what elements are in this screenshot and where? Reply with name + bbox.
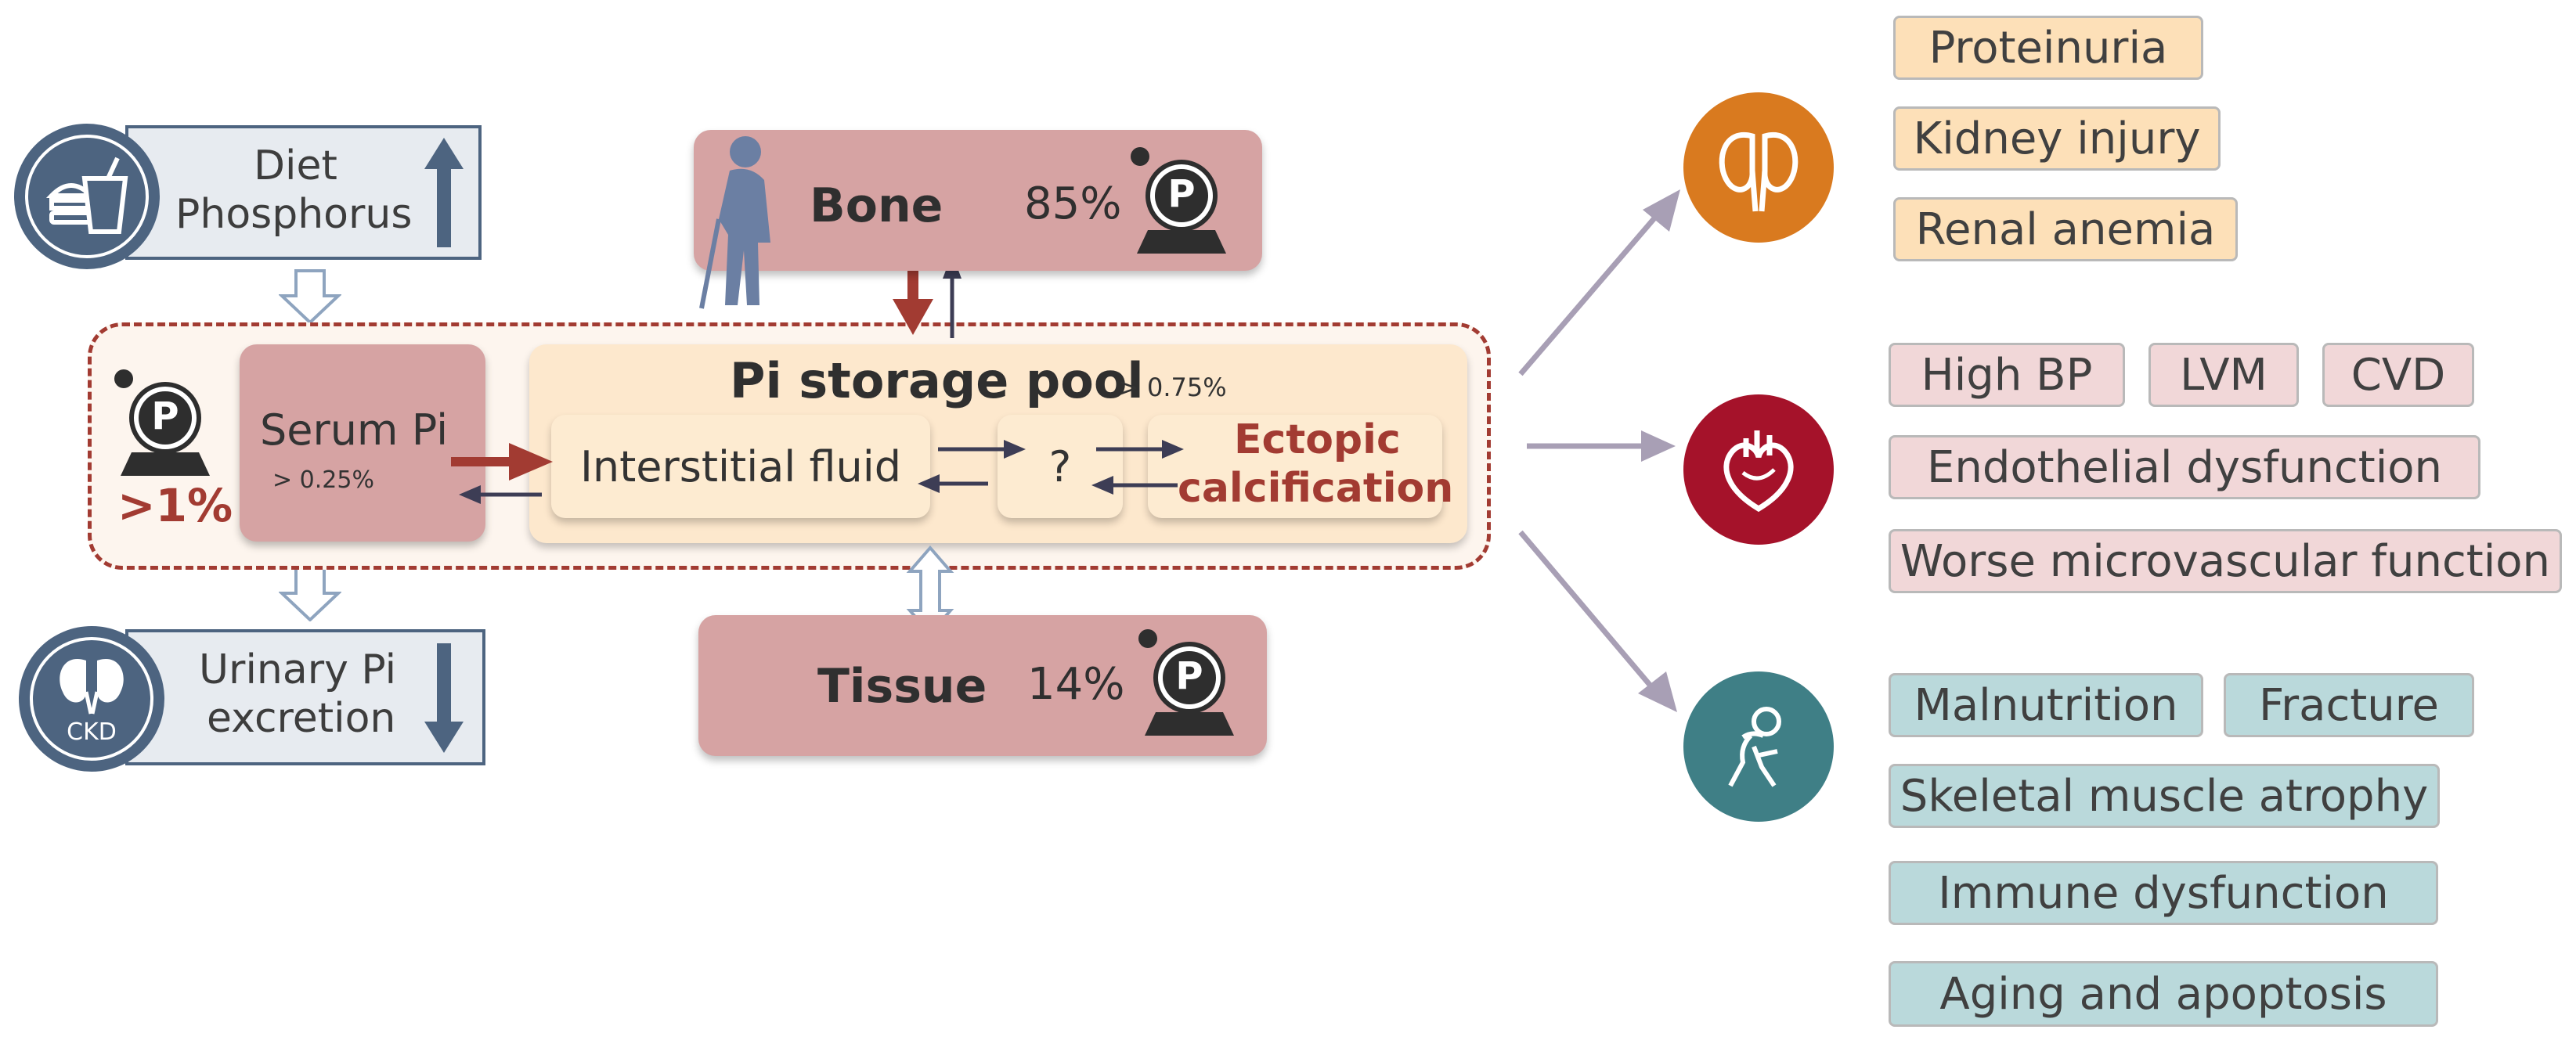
heart-icon <box>1683 394 1834 545</box>
tag-immune-dysfunction: Immune dysfunction <box>1889 861 2438 925</box>
kidney-ckd-icon: CKD <box>19 626 164 772</box>
tag-malnutrition: Malnutrition <box>1889 673 2203 737</box>
decrease-arrow-icon <box>424 643 464 753</box>
phosphate-letter: P <box>1175 654 1203 698</box>
urinary-excretion-box: Urinary Pi excretion <box>125 629 485 765</box>
pool-title: Pi storage pool <box>730 352 1144 409</box>
serum-pi-label: Serum Pi <box>260 405 449 455</box>
tissue-label: Tissue <box>817 659 987 714</box>
ectopic-label-line2: calcification <box>1178 465 1454 512</box>
diet-label-line2: Phosphorus <box>175 191 413 238</box>
ectopic-label-line1: Ectopic <box>1234 416 1401 463</box>
tag-microvascular-function: Worse microvascular function <box>1889 529 2562 593</box>
interstitial-fluid-box: Interstitial fluid <box>551 415 930 518</box>
pool-title-sub: > 0.75% <box>1118 373 1227 402</box>
tag-fracture: Fracture <box>2224 673 2474 737</box>
elderly-person-icon <box>699 136 770 309</box>
tissue-percent: 14% <box>1027 659 1125 710</box>
diet-label-line1: Diet <box>254 142 337 189</box>
bone-percent: 85% <box>1024 178 1122 229</box>
diet-icon <box>14 124 160 269</box>
tag-high-bp: High BP <box>1889 343 2125 407</box>
tag-endothelial-dysfunction: Endothelial dysfunction <box>1889 435 2480 499</box>
urinary-label-line1: Urinary Pi <box>199 646 397 693</box>
aging-person-icon <box>1683 671 1834 822</box>
tag-proteinuria: Proteinuria <box>1893 16 2203 80</box>
tag-skeletal-muscle-atrophy: Skeletal muscle atrophy <box>1889 764 2440 828</box>
serum-pi-box: Serum Pi > 0.25% <box>240 344 485 542</box>
serum-pi-sub: > 0.25% <box>272 466 374 494</box>
interstitial-fluid-label: Interstitial fluid <box>579 441 901 491</box>
diet-phosphorus-box: Diet Phosphorus <box>125 125 482 260</box>
bone-phosphate-icon: P <box>1123 139 1240 257</box>
ckd-label: CKD <box>67 718 117 746</box>
tag-lvm: LVM <box>2148 343 2299 407</box>
tag-renal-anemia: Renal anemia <box>1893 197 2238 261</box>
urinary-label-line2: excretion <box>207 695 396 742</box>
bone-label: Bone <box>810 178 943 233</box>
phosphate-letter: P <box>151 394 179 438</box>
tag-aging-apoptosis: Aging and apoptosis <box>1889 961 2438 1027</box>
tag-cvd: CVD <box>2322 343 2474 407</box>
urinary-down-arrow-icon <box>279 567 341 621</box>
diet-down-arrow-icon <box>279 269 341 324</box>
tag-kidney-injury: Kidney injury <box>1893 106 2221 171</box>
increase-arrow-icon <box>424 138 464 247</box>
tissue-phosphate-icon: P <box>1131 621 1248 739</box>
phosphate-letter: P <box>1167 172 1196 216</box>
serum-percent: >1% <box>117 479 233 532</box>
ectopic-calcification-box: Ectopic calcification <box>1148 415 1453 518</box>
kidney-icon <box>1683 92 1834 243</box>
unknown-intermediate-box: ? <box>998 415 1123 518</box>
phosphate-weight-icon: P <box>106 362 224 479</box>
question-mark-label: ? <box>1048 441 1072 491</box>
